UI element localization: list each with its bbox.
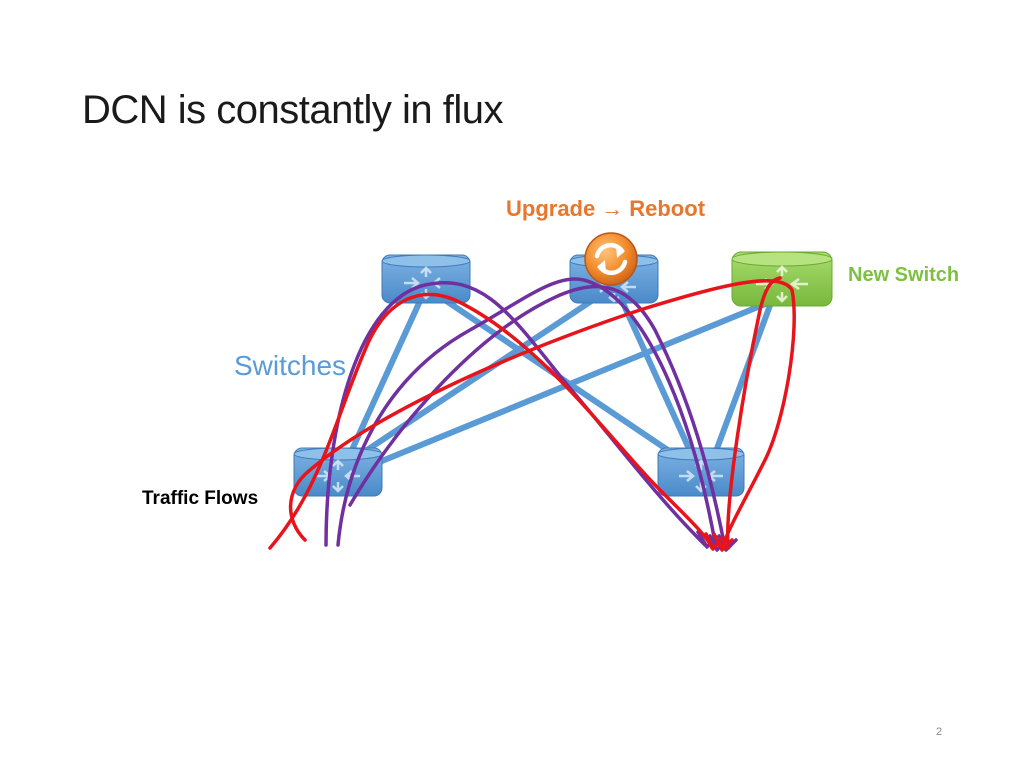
link-s3-s5 [709, 297, 775, 465]
flow-red-2 [288, 279, 796, 550]
switches-label: Switches [234, 350, 347, 381]
traffic-flows-label: Traffic Flows [142, 488, 259, 509]
slide-title: DCN is constantly in flux [82, 88, 503, 132]
flow-purple-3 [348, 284, 727, 550]
traffic-flows-red [268, 276, 796, 552]
flow-purple-1 [324, 281, 707, 547]
upgrade-reboot-label: Upgrade → Reboot [506, 196, 705, 222]
flow-red-1 [268, 292, 714, 550]
upgrade-text: Upgrade [506, 196, 596, 221]
switch-new-green [731, 251, 833, 307]
flow-red-3 [725, 276, 782, 550]
refresh-icon [584, 232, 638, 286]
link-s2-s5 [615, 289, 698, 465]
right-arrow-icon: → [601, 196, 624, 221]
flow-purple-2 [336, 277, 718, 550]
reboot-text: Reboot [629, 196, 706, 221]
new-switch-label: New Switch [848, 264, 960, 286]
link-s2-s4 [337, 289, 608, 471]
traffic-flows-purple [324, 277, 738, 552]
page-number: 2 [936, 726, 943, 738]
